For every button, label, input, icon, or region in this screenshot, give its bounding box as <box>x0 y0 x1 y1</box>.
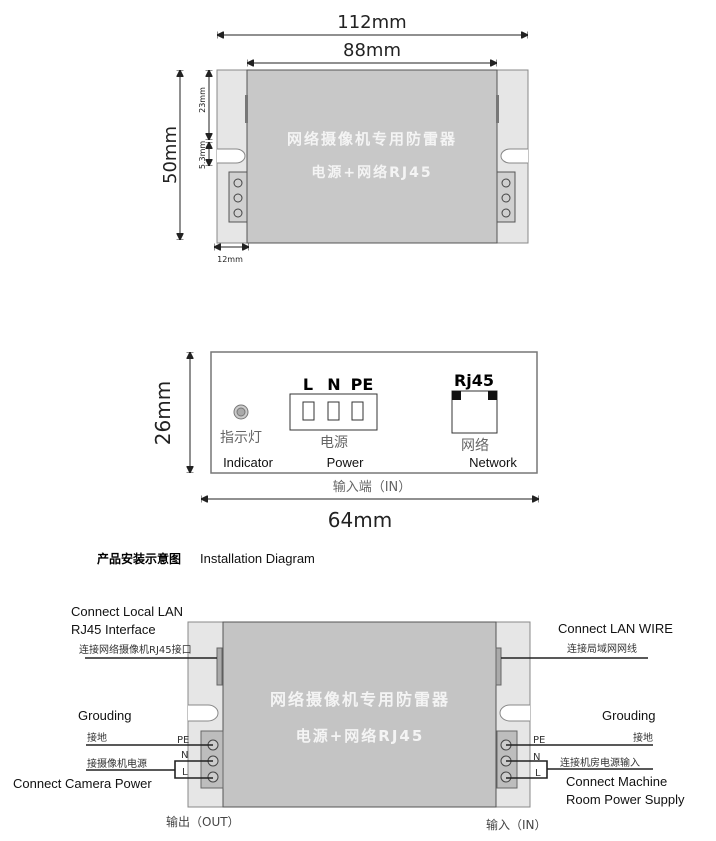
terminal-pe-in: PE <box>533 735 545 746</box>
left-ground-cn: 接地 <box>87 731 107 744</box>
terminal-n-out: N <box>181 750 188 761</box>
top-view: 网络摄像机专用防雷器 电源+网络RJ45 112mm 88mm 50mm 23m… <box>160 12 529 264</box>
dimension-88-label: 88mm <box>343 40 401 61</box>
left-power-cn: 接摄像机电源 <box>87 757 147 770</box>
left-power-en: Connect Camera Power <box>13 776 152 791</box>
device-body <box>246 69 498 244</box>
dimension-64-label: 64mm <box>328 508 392 532</box>
terminal-label-n: N <box>327 375 340 394</box>
terminal-l-out: L <box>182 767 188 778</box>
right-power-cn: 连接机房电源输入 <box>560 756 640 769</box>
right-ground-en: Grouding <box>602 708 655 723</box>
right-lan-cn: 连接局域网网线 <box>567 642 637 655</box>
left-lan-en-1: Connect Local LAN <box>71 604 183 619</box>
installation-heading-cn: 产品安装示意图 <box>97 551 181 566</box>
output-label: 输出（OUT） <box>166 814 240 829</box>
indicator-cn: 指示灯 <box>220 430 262 446</box>
terminal-pe-out: PE <box>177 735 189 746</box>
left-lan-cn: 连接网络摄像机RJ45接口 <box>79 643 192 656</box>
device-title: 网络摄像机专用防雷器 <box>287 130 457 148</box>
rj45-port-right <box>495 647 502 686</box>
left-lan-en-2: RJ45 Interface <box>71 622 156 637</box>
dimension-50-label: 50mm <box>160 126 181 184</box>
mount-slot-left <box>217 148 246 164</box>
mount-slot-left <box>188 704 219 722</box>
rj45-port-left <box>216 647 223 686</box>
left-ground-en: Grouding <box>78 708 131 723</box>
indicator-en: Indicator <box>223 455 274 470</box>
right-power-en-2: Room Power Supply <box>566 792 685 807</box>
power-cn: 电源 <box>320 435 348 451</box>
right-power-en-1: Connect Machine <box>566 774 667 789</box>
mount-slot-right <box>500 148 528 164</box>
terminal-label-pe: PE <box>351 375 374 394</box>
rj45-label: Rj45 <box>454 371 494 390</box>
rj45-port-left <box>245 95 248 123</box>
terminal-n-in: N <box>533 752 540 763</box>
installation-heading-en: Installation Diagram <box>200 551 315 566</box>
terminal-l-in: L <box>535 768 541 779</box>
input-label: 输入（IN） <box>486 817 547 832</box>
dimension-26-label: 26mm <box>151 381 175 445</box>
device-subtitle: 电源+网络RJ45 <box>311 164 432 181</box>
device-subtitle: 电源+网络RJ45 <box>296 727 425 745</box>
right-ground-cn: 接地 <box>633 731 653 744</box>
installation-diagram: 网络摄像机专用防雷器 电源+网络RJ45 PE N L PE N L Conne… <box>13 604 685 832</box>
mount-slot-right <box>499 704 530 722</box>
end-view: L N PE Rj45 指示灯 Indicator 电源 Power 网络 Ne… <box>151 351 539 532</box>
power-en: Power <box>327 455 365 470</box>
network-en: Network <box>469 455 517 470</box>
right-lan-en: Connect LAN WIRE <box>558 621 673 636</box>
terminal-block-left <box>228 171 248 223</box>
input-end-label: 输入端（IN） <box>333 479 412 495</box>
device-body <box>222 621 497 808</box>
wires <box>85 657 653 779</box>
network-cn: 网络 <box>461 438 489 454</box>
dimension-5-3-label: 5.3mm <box>198 141 207 170</box>
rj45-port-right <box>496 95 499 123</box>
dimension-23-label: 23mm <box>198 87 207 113</box>
terminal-label-l: L <box>303 375 313 394</box>
dimension-12-label: 12mm <box>217 255 243 264</box>
dimension-112-label: 112mm <box>337 12 406 33</box>
device-title: 网络摄像机专用防雷器 <box>270 690 450 709</box>
terminal-block-right <box>496 171 516 223</box>
